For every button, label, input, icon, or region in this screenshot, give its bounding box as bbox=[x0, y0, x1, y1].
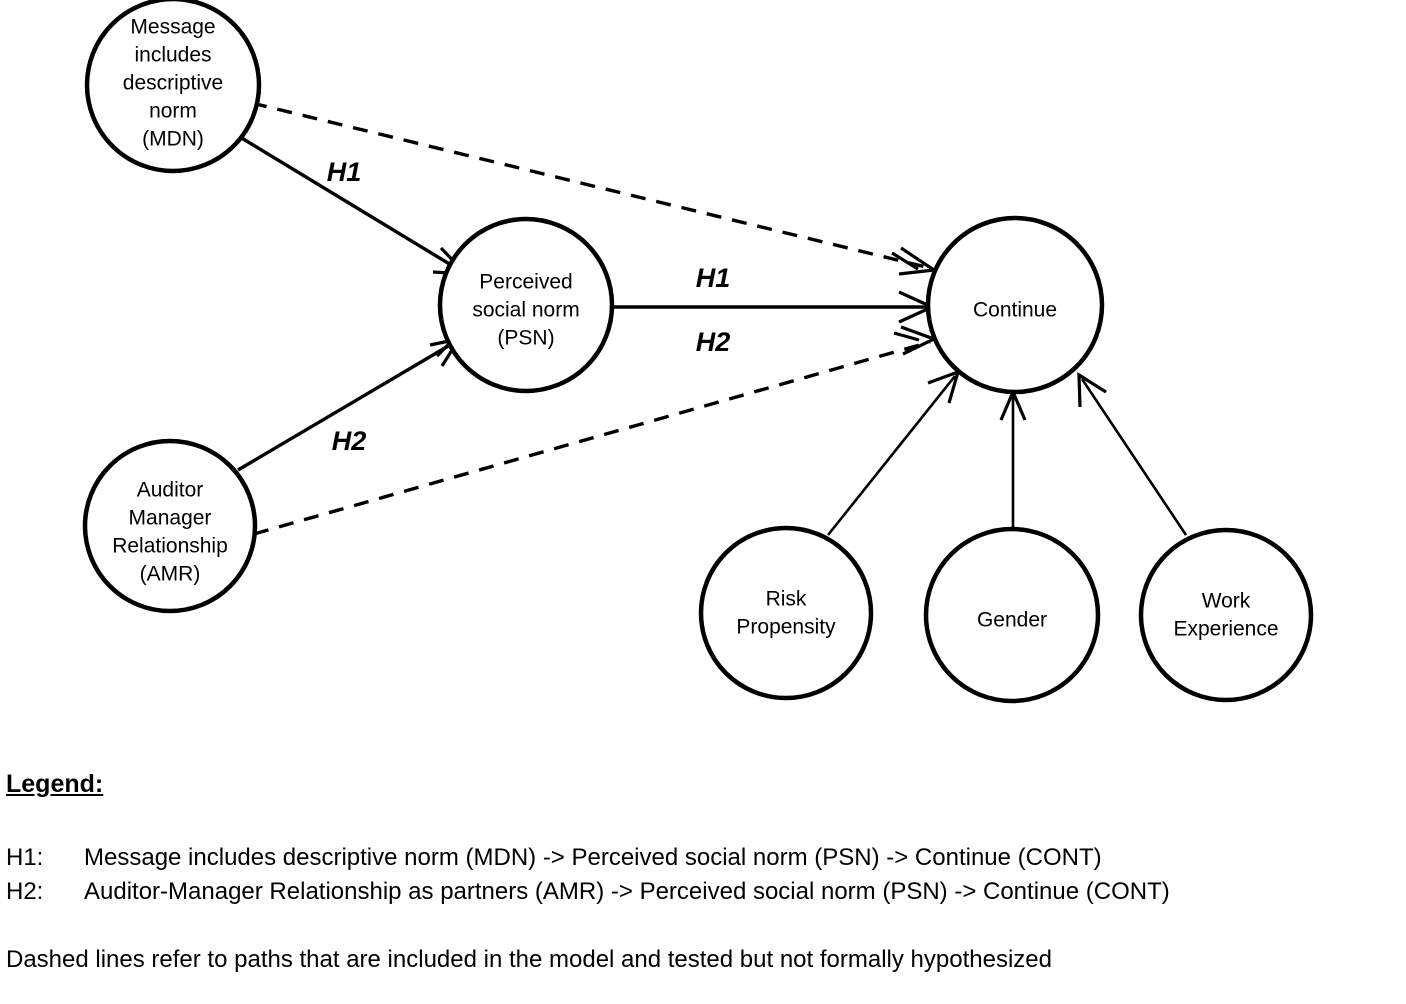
node-continue[interactable]: Continue bbox=[925, 215, 1105, 395]
path-model-diagram: Message includes descriptive norm (MDN) … bbox=[82, 0, 1314, 704]
node-auditor-manager-relationship[interactable]: Auditor Manager Relationship (AMR) bbox=[82, 438, 258, 614]
edge-risk-to-continue bbox=[826, 369, 961, 536]
node-gender-label: Gender bbox=[977, 609, 1047, 632]
node-psn-line-1: Perceived bbox=[479, 271, 572, 294]
node-work-experience[interactable]: Work Experience bbox=[1138, 527, 1314, 703]
legend-row-h2: H2: Auditor-Manager Relationship as partn… bbox=[6, 878, 1170, 906]
node-gender[interactable]: Gender bbox=[923, 526, 1101, 704]
node-psn-line-2: social norm bbox=[472, 299, 579, 322]
legend-row-h1-key: H1: bbox=[6, 844, 44, 871]
edge-work-to-continue bbox=[1077, 372, 1188, 536]
legend-title: Legend: bbox=[6, 770, 104, 798]
legend-row-h2-text: Auditor-Manager Relationship as partners… bbox=[84, 878, 1170, 905]
node-amr-line-3: Relationship bbox=[112, 535, 228, 558]
edge-psn-to-continue bbox=[613, 290, 936, 324]
node-mdn-line-2: includes bbox=[134, 44, 211, 67]
legend-row-h1: H1: Message includes descriptive norm (MD… bbox=[6, 844, 1102, 872]
node-perceived-social-norm[interactable]: Perceived social norm (PSN) bbox=[437, 216, 615, 394]
node-risk-line-1: Risk bbox=[766, 588, 807, 611]
node-mdn-line-1: Message bbox=[130, 16, 215, 39]
legend-dashed-line-note: Dashed lines refer to paths that are inc… bbox=[6, 946, 1052, 973]
node-amr-line-1: Auditor bbox=[137, 479, 204, 502]
node-mdn-line-5: (MDN) bbox=[142, 128, 204, 151]
node-message-includes-descriptive-norm[interactable]: Message includes descriptive norm (MDN) bbox=[84, 0, 262, 174]
legend-row-h1-text: Message includes descriptive norm (MDN) … bbox=[84, 844, 1102, 871]
edge-label-h2-amr-psn: H2 bbox=[332, 426, 367, 456]
node-mdn-line-3: descriptive bbox=[123, 72, 223, 95]
node-continue-label: Continue bbox=[973, 299, 1057, 322]
node-mdn-line-4: norm bbox=[149, 100, 197, 123]
edge-label-h1-psn-continue: H1 bbox=[696, 263, 731, 293]
edge-label-h1-mdn-psn: H1 bbox=[327, 157, 362, 187]
node-work-line-1: Work bbox=[1202, 590, 1251, 613]
node-risk-line-2: Propensity bbox=[736, 616, 836, 639]
legend-section: Legend: H1: Message includes descriptive … bbox=[0, 750, 1406, 1004]
node-psn-line-3: (PSN) bbox=[497, 327, 554, 350]
edge-label-h2-psn-continue: H2 bbox=[696, 327, 731, 357]
edge-gender-to-continue bbox=[999, 387, 1027, 529]
node-amr-line-4: (AMR) bbox=[140, 563, 201, 586]
legend-row-h2-key: H2: bbox=[6, 878, 44, 905]
node-work-line-2: Experience bbox=[1173, 618, 1278, 641]
node-risk-propensity[interactable]: Risk Propensity bbox=[698, 525, 874, 701]
node-amr-line-2: Manager bbox=[129, 507, 212, 530]
